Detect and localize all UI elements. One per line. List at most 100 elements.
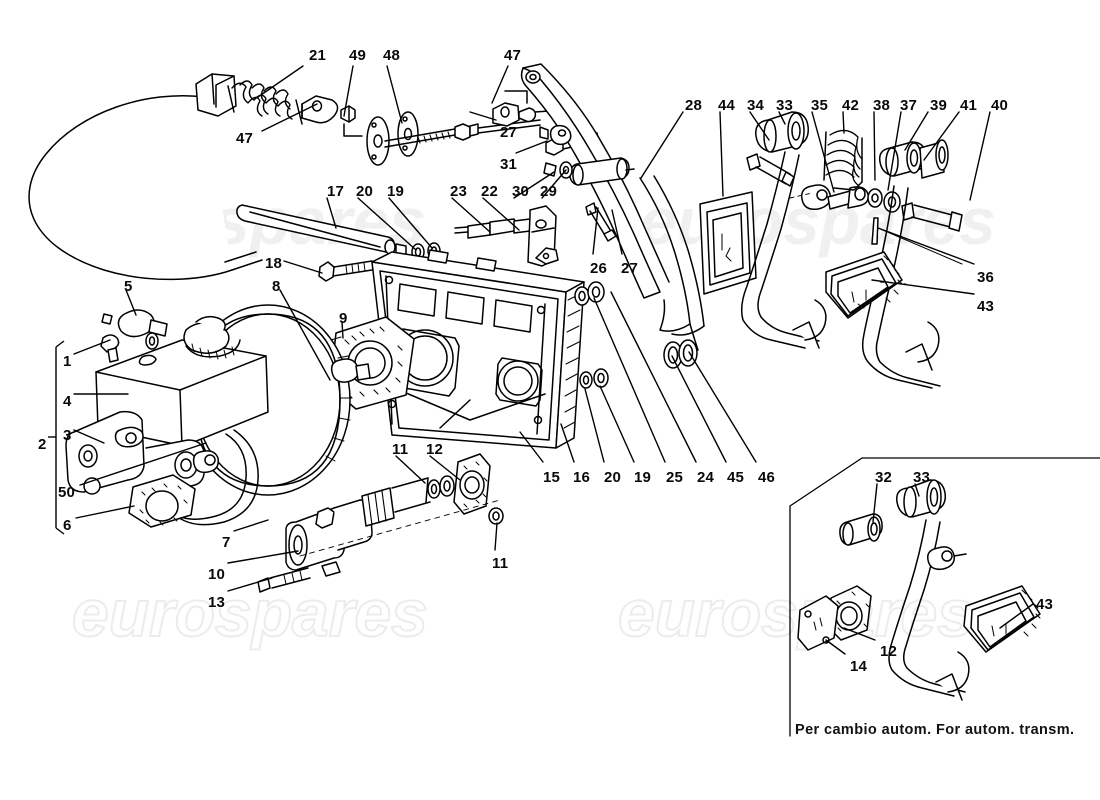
leader-46 [688,351,757,463]
callout-7: 7 [222,534,231,551]
callout-39: 39 [930,97,948,114]
brake-booster-assembly [65,304,371,528]
leader-20 [357,197,417,251]
callout-5: 5 [124,278,133,295]
leader-44 [719,111,724,197]
callout-46: 46 [758,469,776,486]
callout-12: 12 [880,643,898,660]
inset-plate-14 [797,595,839,651]
callout-50: 50 [58,484,76,501]
leader-6 [75,505,135,519]
callout-6: 6 [63,517,72,534]
callout-29: 29 [540,183,558,200]
leader-1 [73,339,111,355]
callout-25: 25 [666,469,684,486]
leader-10 [227,550,299,564]
leader-32 [872,483,878,523]
callout-12: 12 [426,441,444,458]
brake-pedal-43 [825,185,941,389]
leader-47 [261,103,318,132]
callout-21: 21 [309,47,327,64]
callout-32: 32 [875,469,893,486]
pin-38 [867,188,883,245]
callout-11: 11 [392,441,409,458]
leader-31 [515,140,548,154]
leader-12 [843,627,876,641]
leader-50 [79,442,207,486]
callout-16: 16 [573,469,591,486]
callout-41: 41 [960,97,978,114]
leader-38 [873,111,876,181]
leader-37 [887,111,902,191]
leader-20 [584,388,605,463]
callout-23: 23 [450,183,468,200]
callout-30: 30 [512,183,530,200]
callout-35: 35 [811,97,829,114]
leader-16 [560,423,575,463]
pedal-box-housing-15 [371,249,585,449]
leader-11 [395,455,426,484]
leader-24 [610,291,697,463]
leader-22 [482,197,520,231]
leader-41 [923,111,960,161]
bolt-26 [585,202,617,242]
callout-20: 20 [356,183,374,200]
callout-47: 47 [504,47,522,64]
leader-49 [343,65,354,117]
callout-3: 3 [63,427,72,444]
inset-caption: Per cambio autom. For autom. transm. [795,722,1075,738]
leader-27 [611,209,623,255]
leader-43 [999,603,1034,629]
callout-40: 40 [991,97,1009,114]
callout-33: 33 [913,469,931,486]
seals-45-46 [663,339,698,369]
throttle-cable-assembly [28,73,339,281]
leader-14 [825,639,846,655]
leader-35 [811,111,835,193]
accelerator-lever [639,175,705,351]
callout-10: 10 [208,566,226,583]
leader-34 [749,111,770,141]
leader-43 [871,279,975,295]
callout-17: 17 [327,183,345,200]
callout-47: 47 [236,130,254,147]
callout-34: 34 [747,97,765,114]
callout-2: 2 [38,436,47,453]
leader-33 [914,483,920,497]
callout-36: 36 [977,269,995,286]
callout-38: 38 [873,97,891,114]
callout-18: 18 [265,255,283,272]
callout-33: 33 [776,97,794,114]
clutch-pedal-33 [740,111,870,349]
leader-42 [842,111,845,134]
accelerator-pedal-44 [699,191,757,295]
callout-31: 31 [500,156,518,173]
rod-end-47 [492,90,550,127]
callout-13: 13 [208,594,226,611]
callout-8: 8 [272,278,281,295]
callout-26: 26 [590,260,608,277]
callout-24: 24 [697,469,715,486]
callout-42: 42 [842,97,860,114]
leader-5 [125,289,137,316]
callout-4: 4 [63,393,72,410]
washers-25-24 [574,281,605,306]
leader-25 [593,297,666,463]
leader-48 [386,65,403,124]
tube-17 [236,204,407,258]
bolt-18 [318,260,373,282]
callout-19: 19 [387,183,405,200]
leader-19 [599,385,635,463]
bolt-34 [746,153,795,187]
leader-28 [640,111,684,179]
leader-30 [513,171,555,199]
callout-15: 15 [543,469,561,486]
callout-48: 48 [383,47,401,64]
callout-9: 9 [339,310,348,327]
leader-13 [227,577,273,592]
callout-44: 44 [718,97,736,114]
callout-43: 43 [977,298,995,315]
callout-20: 20 [604,469,622,486]
